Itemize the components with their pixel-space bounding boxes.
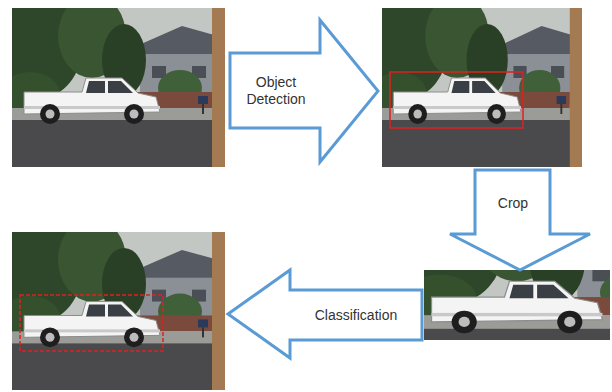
right-block-arrow: Object Detection (228, 18, 380, 164)
classification-box (20, 295, 163, 351)
arrow-label-area: Crop (478, 195, 548, 212)
arrow-label: Classification (294, 307, 418, 324)
left-block-arrow: Classification (226, 268, 424, 360)
detection-box (390, 72, 523, 128)
arrow-outline (448, 168, 592, 272)
down-block-arrow: Crop (448, 168, 592, 272)
street-photo (0, 0, 225, 167)
arrow-label-area: Classification (294, 307, 418, 324)
classified-photo (0, 218, 225, 390)
arrow-label: Object Detection (234, 74, 318, 108)
arrow-label-area: Object Detection (234, 74, 318, 108)
arrow-label: Crop (478, 195, 548, 212)
detected-photo (369, 0, 582, 167)
